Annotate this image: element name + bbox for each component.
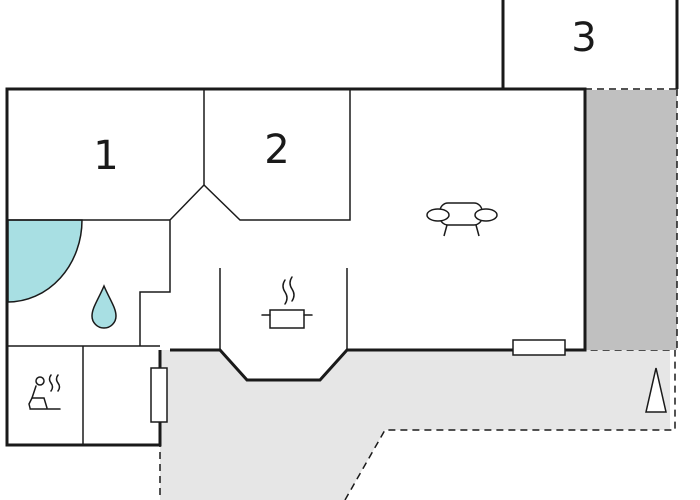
outer-walls — [5, 87, 587, 447]
shaded-area — [585, 90, 677, 350]
window-sauna — [150, 367, 168, 423]
room-1-label: 1 — [93, 133, 118, 179]
sofa-icon — [426, 202, 498, 237]
water-drop-icon — [91, 284, 117, 329]
cooking-pot-icon — [261, 276, 313, 329]
terrace-area — [160, 350, 670, 500]
north-arrow-icon — [645, 367, 667, 413]
bathtub-icon — [7, 219, 83, 303]
room-2-label: 2 — [264, 127, 289, 173]
room-3-label: 3 — [571, 15, 596, 61]
interior-walls — [7, 89, 351, 445]
sauna-icon — [28, 374, 61, 410]
room-3-walls — [501, 0, 679, 89]
window-terrace — [512, 339, 566, 356]
